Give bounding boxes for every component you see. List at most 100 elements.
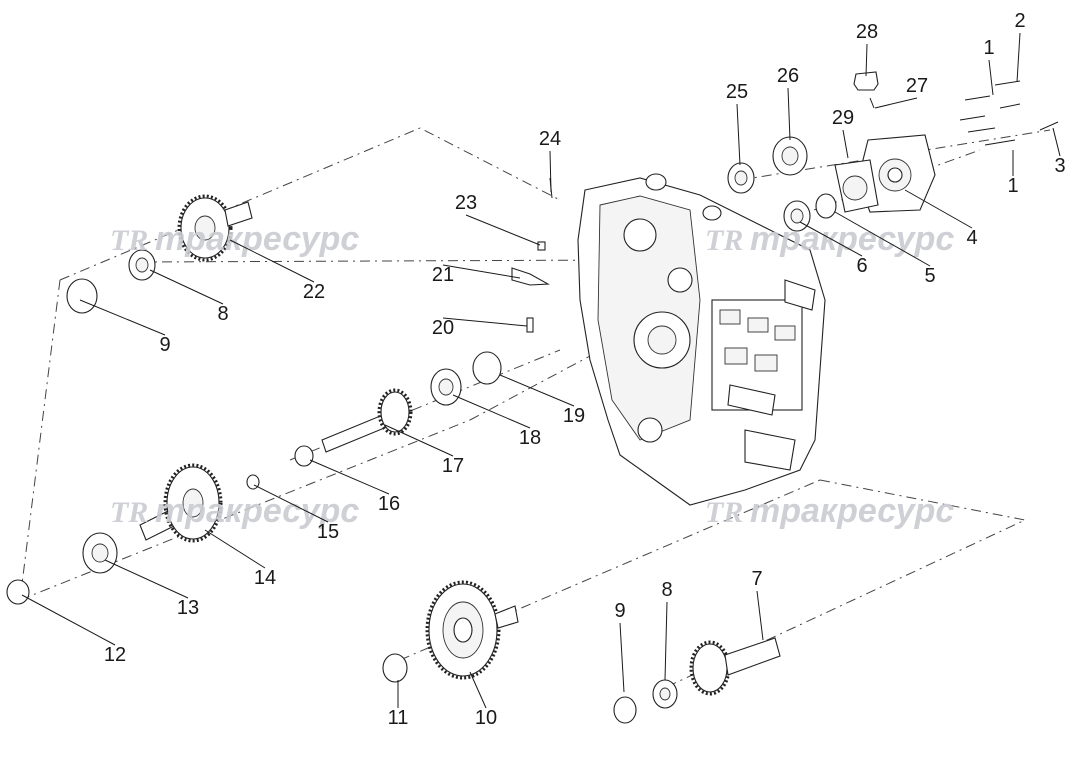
- callout-9: 9: [79, 299, 171, 356]
- callout-leader-line: [469, 671, 487, 709]
- bottom-center-gear-group: [382, 580, 519, 683]
- watermark-text: тракресурс: [155, 492, 359, 530]
- watermark-logo: TR: [110, 496, 148, 529]
- callout-15: 15: [253, 484, 339, 543]
- callout-4: 4: [904, 189, 978, 249]
- callout-number: 8: [661, 579, 672, 601]
- callout-number: 6: [856, 255, 867, 277]
- callout-leader-line: [664, 601, 668, 681]
- watermark-group: TR тракресурс TR тракресурс TR тракресур…: [110, 220, 954, 530]
- callout-leader-line: [442, 264, 521, 279]
- callout-22: 22: [229, 239, 325, 303]
- callout-26: 26: [777, 65, 799, 141]
- bottom-right-shaft-group: [613, 637, 781, 724]
- callout-number: 2: [1014, 10, 1025, 32]
- callout-number: 28: [856, 21, 878, 43]
- callout-18: 18: [452, 394, 541, 449]
- callout-number: 5: [924, 265, 935, 287]
- callout-number: 20: [432, 317, 454, 339]
- callout-9: 9: [614, 600, 626, 693]
- callout-number: 23: [455, 192, 477, 214]
- callout-3: 3: [1052, 127, 1066, 177]
- callout-number: 24: [539, 128, 561, 150]
- callout-leader-line: [465, 214, 541, 246]
- callout-number: 8: [217, 303, 228, 325]
- callout-1: 1: [983, 37, 995, 96]
- callout-number: 1: [983, 37, 994, 59]
- callout-27: 27: [874, 75, 928, 109]
- callout-leader-line: [619, 622, 625, 693]
- watermark-text: тракресурс: [750, 220, 954, 258]
- callout-leader-line: [736, 103, 741, 166]
- callout-28: 28: [856, 21, 878, 77]
- callout-number: 9: [614, 600, 625, 622]
- callout-number: 22: [303, 281, 325, 303]
- callout-number: 21: [432, 264, 454, 286]
- small-hardware: [511, 177, 553, 333]
- callout-number: 12: [104, 644, 126, 666]
- callout-number: 3: [1054, 155, 1065, 177]
- callout-leader-line: [756, 590, 764, 641]
- callout-7: 7: [751, 568, 764, 641]
- callout-12: 12: [21, 594, 126, 666]
- callout-leader-line: [865, 43, 868, 77]
- callout-number: 25: [726, 81, 748, 103]
- callout-number: 1: [1007, 175, 1018, 197]
- front-cover-assembly: [727, 71, 1059, 232]
- callout-8: 8: [149, 269, 229, 325]
- callout-number: 27: [906, 75, 928, 97]
- callout-number: 16: [378, 493, 400, 515]
- watermark-logo: TR: [705, 496, 743, 529]
- callout-leader-line: [253, 484, 329, 523]
- callout-leader-line: [21, 594, 116, 646]
- callout-11: 11: [388, 680, 409, 729]
- callout-leader-line: [204, 529, 266, 569]
- callout-17: 17: [384, 424, 464, 477]
- callout-leader-line: [904, 189, 973, 229]
- callout-number: 18: [519, 427, 541, 449]
- callout-5: 5: [834, 211, 936, 287]
- watermark-logo: TR: [705, 224, 743, 257]
- callout-leader-line: [79, 299, 166, 336]
- watermark-top-left: TR тракресурс: [110, 220, 359, 258]
- callout-14: 14: [204, 529, 276, 589]
- callout-6: 6: [799, 221, 868, 277]
- left-shaft-group: [6, 463, 223, 605]
- callout-leader-line: [799, 221, 863, 257]
- callout-25: 25: [726, 81, 748, 166]
- watermark-logo: TR: [110, 224, 148, 257]
- callout-2: 2: [1014, 10, 1026, 83]
- callout-24: 24: [539, 128, 561, 193]
- watermark-text: тракресурс: [155, 220, 359, 258]
- callout-leader-line: [834, 211, 931, 267]
- watermark-top-right: TR тракресурс: [705, 220, 954, 258]
- middle-shaft-group: [246, 351, 502, 490]
- callout-number: 9: [159, 334, 170, 356]
- callout-leader-line: [452, 394, 531, 429]
- callout-number: 7: [751, 568, 762, 590]
- callout-leader-line: [1052, 127, 1061, 157]
- callout-leader-line: [874, 97, 918, 109]
- callout-number: 15: [317, 521, 339, 543]
- callout-leader-line: [104, 559, 189, 599]
- callout-21: 21: [432, 264, 521, 286]
- callout-number: 11: [388, 707, 409, 729]
- callout-number: 10: [475, 707, 497, 729]
- callout-10: 10: [469, 671, 497, 729]
- callout-16: 16: [309, 459, 400, 515]
- callout-29: 29: [832, 107, 854, 159]
- callout-leader-line: [787, 87, 791, 141]
- callout-23: 23: [455, 192, 541, 246]
- callout-leader-line: [988, 59, 994, 96]
- callout-leader-line: [309, 459, 390, 495]
- watermark-text: тракресурс: [750, 492, 954, 530]
- callout-13: 13: [104, 559, 199, 619]
- assembly-axes: [19, 127, 1051, 691]
- watermark-bottom-right: TR тракресурс: [705, 492, 954, 530]
- callout-number: 29: [832, 107, 854, 129]
- callout-leader-line: [499, 374, 575, 407]
- callout-number: 14: [254, 567, 276, 589]
- callout-number: 4: [966, 227, 977, 249]
